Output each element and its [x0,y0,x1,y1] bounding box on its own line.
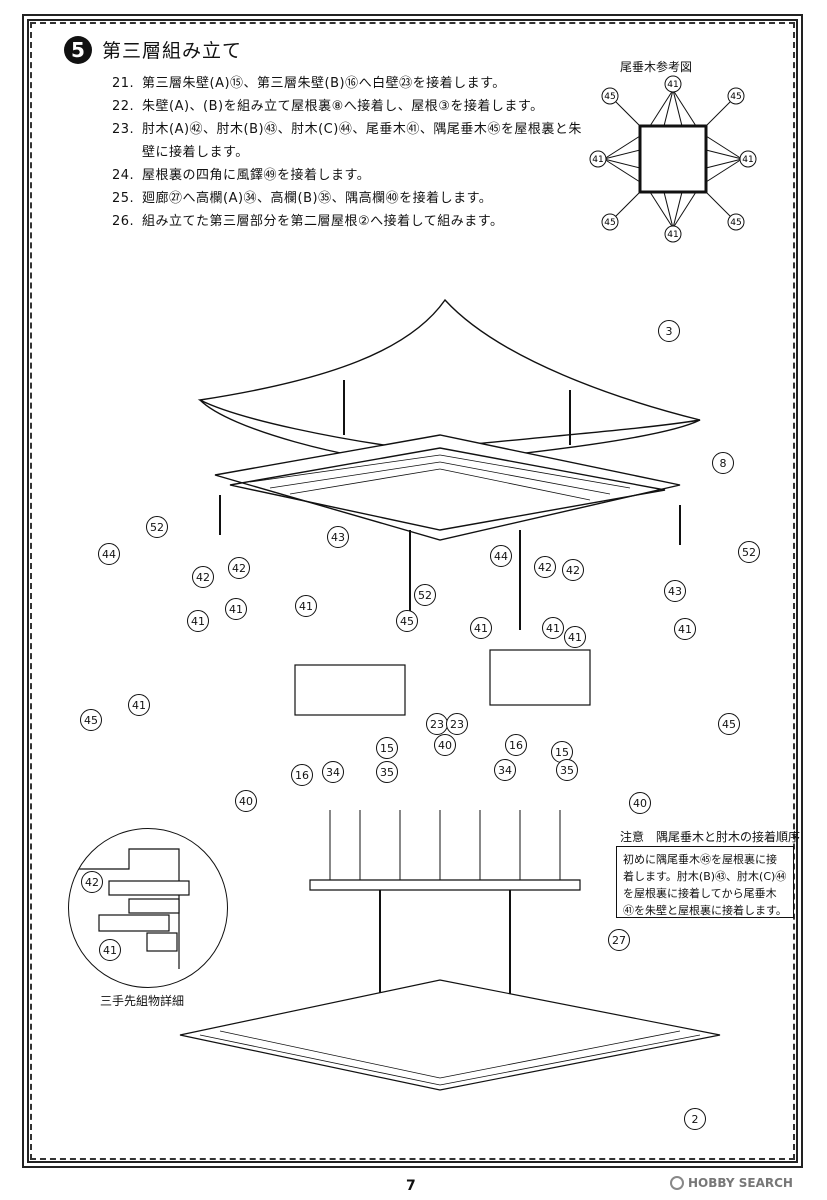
callout-wind-bell: 52 [146,516,168,538]
reference-label-corner: 45 [730,218,741,228]
reference-label-top: 41 [667,80,678,90]
instruction-list: 21. 第三層朱壁(A)⑮、第三層朱壁(B)⑯へ白壁㉓を接着します。 22. 朱壁(… [112,72,582,233]
rafter-reference-diagram: 41 41 41 41 45 45 45 45 [589,75,757,243]
callout-bracket-a: 42 [192,566,214,588]
callout-tail-rafter: 41 [470,617,492,639]
roof-tile-hatching [199,1030,701,1086]
callout-bracket-a: 42 [228,557,250,579]
callout-tail-rafter: 41 [542,617,564,639]
instruction-number: 26. [112,214,135,229]
instruction-number: 23. [112,122,135,137]
callout-tail-rafter: 41 [674,618,696,640]
callout-railing-a: 34 [322,761,344,783]
callout-bracket-a: 42 [534,556,556,578]
instruction-text: 第三層朱壁(A)⑮、第三層朱壁(B)⑯へ白壁㉓を接着します。 [142,76,506,91]
instruction-item: 25. 廻廊㉗へ高欄(A)㉞、高欄(B)㉟、隅高欄㊵を接着します。 [112,187,582,210]
callout-second-roof: 2 [684,1108,706,1130]
section-title: 第三層組み立て [102,40,243,62]
roof-underside-part [214,434,681,541]
instruction-item: 22. 朱壁(A)、(B)を組み立て屋根裏⑧へ接着し、屋根③を接着します。 [112,95,582,118]
rafter-grid-outline [229,447,666,531]
instruction-item: 26. 組み立てた第三層部分を第二層屋根②へ接着して組みます。 [112,210,582,233]
note-box: 初めに隅尾垂木㊺を屋根裏に接着します。肘木(B)㊸、肘木(C)㊹を屋根裏に接着し… [616,846,794,918]
callout-corner-rafter: 45 [80,709,102,731]
assembly-arrows [219,380,681,1030]
reference-label-left: 41 [592,155,603,165]
callout-tail-rafter: 41 [225,598,247,620]
callout-wall-b: 16 [505,734,527,756]
reference-label-corner: 45 [730,92,741,102]
note-title: 注意 隅尾垂木と肘木の接着順序 [620,830,801,844]
reference-leader-lines [603,89,743,229]
bracket-detail-inset: 42 41 [68,828,228,988]
callout-tail-rafter: 41 [564,626,586,648]
callout-wall-a: 15 [551,741,573,763]
callout-corner-rafter: 45 [396,610,418,632]
instruction-item: 23. 肘木(A)㊷、肘木(B)㊸、肘木(C)㊹、尾垂木㊶、隅尾垂木㊺を屋根裏と朱… [112,118,582,164]
callout-railing-a: 34 [494,759,516,781]
reference-square [638,124,708,194]
callout-wind-bell: 52 [738,541,760,563]
callout-wall-a: 15 [376,737,398,759]
watermark: HOBBY SEARCH [670,1176,793,1190]
rafter-hatching [249,454,631,501]
callout-bracket-b: 43 [664,580,686,602]
exploded-assembly-diagram [179,298,721,1091]
instruction-number: 24. [112,168,135,183]
instruction-text: 屋根裏の四角に風鐸㊾を接着します。 [142,168,371,183]
watermark-text: HOBBY SEARCH [688,1176,793,1190]
reference-label-bottom: 41 [667,230,678,240]
detail-label-bracket-a: 42 [81,871,103,893]
callout-corridor: 27 [608,929,630,951]
instruction-number: 21. [112,76,135,91]
instruction-item: 21. 第三層朱壁(A)⑮、第三層朱壁(B)⑯へ白壁㉓を接着します。 [112,72,582,95]
watermark-logo-icon [670,1176,684,1190]
detail-caption: 三手先組物詳細 [100,994,185,1008]
upper-roof-part [197,298,701,451]
step-number-badge: 5 [64,36,92,64]
reference-label-corner: 45 [604,218,615,228]
callout-bracket-b: 43 [327,526,349,548]
callout-tail-rafter: 41 [187,610,209,632]
instruction-number: 25. [112,191,135,206]
callout-bracket-a: 42 [562,559,584,581]
callout-railing-b: 35 [376,761,398,783]
callout-railing-b: 35 [556,759,578,781]
page-number: 7 [406,1178,416,1194]
callout-corner-railing: 40 [434,734,456,756]
callout-tail-rafter: 41 [295,595,317,617]
instruction-number: 22. [112,99,135,114]
inner-border [30,22,795,1160]
vermilion-wall-a [294,664,406,716]
callout-bracket-c: 44 [98,543,120,565]
reference-label-corner: 45 [604,92,615,102]
callout-corner-railing: 40 [235,790,257,812]
bracket-detail-drawing [79,848,190,969]
reference-label-right: 41 [742,155,753,165]
callout-white-wall: 23 [426,713,448,735]
decorative-border [22,14,803,1168]
callout-corner-rafter: 45 [718,713,740,735]
callout-wind-bell: 52 [414,584,436,606]
instruction-item: 24. 屋根裏の四角に風鐸㊾を接着します。 [112,164,582,187]
railing-posts [329,810,561,880]
instruction-text: 肘木(A)㊷、肘木(B)㊸、肘木(C)㊹、尾垂木㊶、隅尾垂木㊺を屋根裏と朱壁に接… [142,122,582,160]
instruction-text: 朱壁(A)、(B)を組み立て屋根裏⑧へ接着し、屋根③を接着します。 [142,99,544,114]
instruction-text: 組み立てた第三層部分を第二層屋根②へ接着して組みます。 [142,214,504,229]
instruction-text: 廻廊㉗へ高欄(A)㉞、高欄(B)㉟、隅高欄㊵を接着します。 [142,191,493,206]
corridor-part [309,879,581,891]
callout-roof: 3 [658,320,680,342]
callout-roof-underside: 8 [712,452,734,474]
second-layer-roof-part [179,979,721,1091]
detail-label-tail-rafter: 41 [99,939,121,961]
reference-diagram-title: 尾垂木参考図 [620,60,693,74]
callout-bracket-c: 44 [490,545,512,567]
callout-tail-rafter: 41 [128,694,150,716]
callout-white-wall: 23 [446,713,468,735]
callout-wall-b: 16 [291,764,313,786]
callout-corner-railing: 40 [629,792,651,814]
vermilion-wall-b [489,649,591,706]
